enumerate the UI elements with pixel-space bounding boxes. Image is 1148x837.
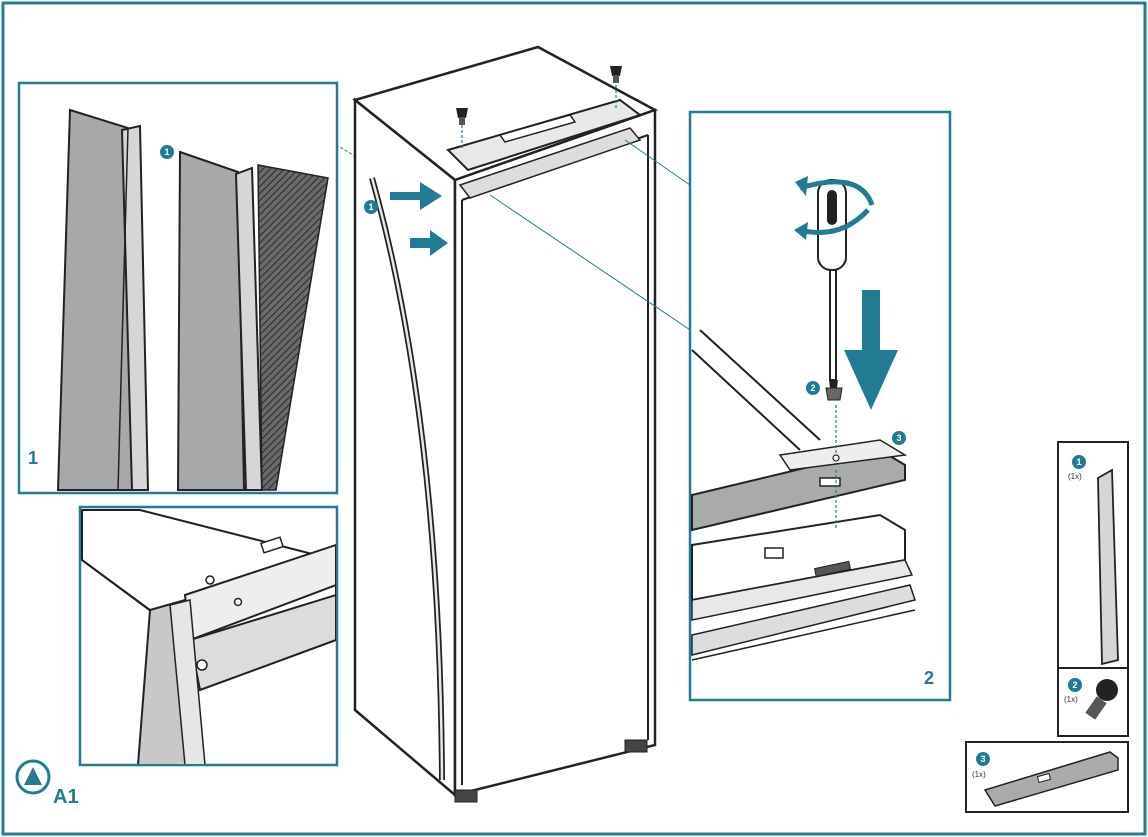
arrow-right-icon — [410, 230, 448, 256]
callout-badge: 1 — [160, 145, 174, 159]
panel-number-1: 1 — [28, 448, 39, 468]
detail-panel-2 — [688, 110, 952, 702]
part-badge: 1 — [1072, 455, 1086, 469]
detail-panel-1 — [17, 81, 381, 495]
screw-icon — [610, 66, 622, 108]
triangle-in-circle-icon — [15, 759, 51, 795]
rotate-arrow-icon — [799, 179, 875, 235]
part-qty: (1x) — [1064, 695, 1078, 704]
part-qty: (1x) — [1068, 472, 1082, 481]
arrow-right-icon — [390, 182, 442, 210]
callout-badge: 1 — [364, 200, 378, 214]
panel-number-2: 2 — [924, 668, 935, 688]
part-badge: 2 — [1068, 678, 1082, 692]
callout-badge: 3 — [892, 431, 906, 445]
leader-line — [624, 139, 691, 186]
appliance-body — [352, 45, 659, 803]
arrow-down-icon — [844, 290, 898, 410]
callout-badge: 2 — [806, 381, 820, 395]
section-label: A1 — [53, 786, 79, 808]
leader-line — [489, 194, 721, 351]
detail-panel-corner — [78, 505, 339, 767]
screw-icon — [1085, 679, 1118, 720]
screw-icon — [456, 108, 468, 148]
part-qty: (1x) — [972, 770, 986, 779]
parts-list — [965, 441, 1129, 813]
part-badge: 3 — [976, 752, 990, 766]
